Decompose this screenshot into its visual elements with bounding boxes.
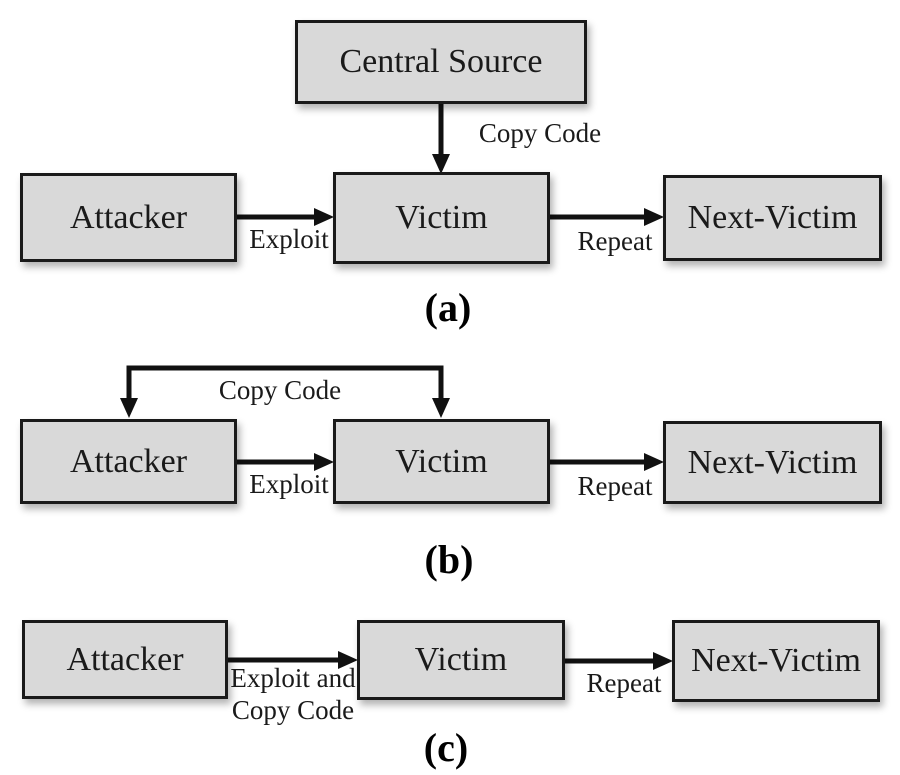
- exploit-copy-arrow-c: [228, 651, 358, 669]
- copy-code-bracket-arrow-b: [120, 365, 450, 418]
- panel-caption-c: (c): [423, 725, 469, 770]
- next-victim-box-b: Next-Victim: [663, 421, 882, 504]
- exploit-and-line: Exploit and: [230, 663, 356, 693]
- copy-code-line: Copy Code: [231, 695, 355, 725]
- panel-caption-a: (a): [424, 285, 472, 330]
- next-victim-box-a: Next-Victim: [663, 175, 882, 261]
- repeat-arrow-c: [565, 652, 673, 670]
- attacker-box-c: Attacker: [22, 620, 228, 699]
- copy-code-label-a: Copy Code: [478, 118, 602, 148]
- victim-box-c: Victim: [357, 620, 565, 700]
- exploit-label-a: Exploit: [249, 224, 329, 254]
- exploit-arrow-b: [237, 453, 334, 471]
- next-victim-box-c: Next-Victim: [672, 620, 880, 702]
- panel-caption-b: (b): [424, 537, 474, 582]
- repeat-arrow-b: [550, 453, 664, 471]
- victim-box-b: Victim: [333, 419, 550, 504]
- exploit-copy-code-label-c: Exploit and Copy Code: [230, 662, 355, 726]
- central-source-box-a: Central Source: [295, 20, 587, 104]
- repeat-label-c: Repeat: [586, 668, 662, 698]
- copy-code-arrow-a: [432, 104, 450, 174]
- repeat-arrow-a: [550, 208, 664, 226]
- victim-box-a: Victim: [333, 172, 550, 264]
- exploit-label-b: Exploit: [249, 469, 329, 499]
- exploit-arrow-a: [237, 208, 334, 226]
- repeat-label-a: Repeat: [577, 226, 653, 256]
- attacker-box-a: Attacker: [20, 173, 237, 262]
- attacker-box-b: Attacker: [20, 419, 237, 504]
- copy-code-label-b: Copy Code: [218, 375, 342, 405]
- repeat-label-b: Repeat: [577, 471, 653, 501]
